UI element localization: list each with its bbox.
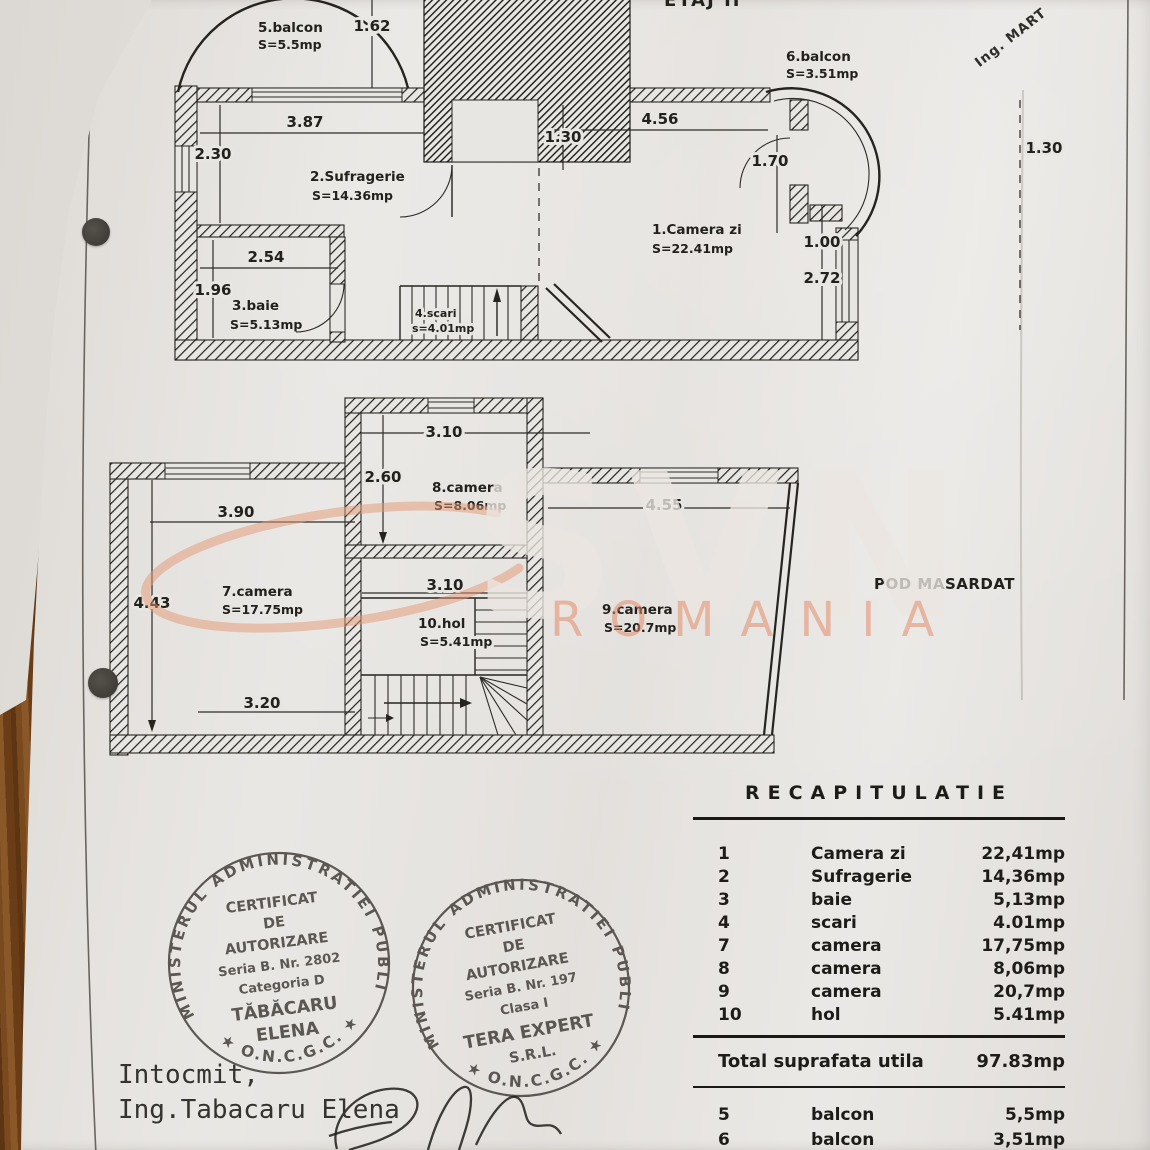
svg-text:CERTIFICAT: CERTIFICAT xyxy=(463,911,557,943)
upper-dimension-labels: 1.62 3.87 2.30 2.54 1.96 1.30 4.56 1.70 … xyxy=(191,14,1065,302)
svg-text:CERTIFICAT: CERTIFICAT xyxy=(225,890,319,917)
svg-text:3.87: 3.87 xyxy=(286,113,323,131)
prepared-line2: Ing.Tabacaru Elena xyxy=(118,1095,400,1125)
stamp-outer-ring xyxy=(411,878,631,1098)
svg-text:1.00: 1.00 xyxy=(803,233,840,251)
svg-text:1.30: 1.30 xyxy=(1025,139,1062,157)
svg-text:S=22.41mp: S=22.41mp xyxy=(652,241,733,256)
balcony-arcs xyxy=(176,0,881,237)
upper-room-labels: 5.balcon S=5.5mp 2.Sufragerie S=14.36mp … xyxy=(230,20,858,338)
svg-text:s=4.01mp: s=4.01mp xyxy=(412,322,474,335)
page-frame-lines xyxy=(81,0,1129,1150)
upper-windows xyxy=(174,87,859,323)
svg-text:9.camera: 9.camera xyxy=(602,602,673,618)
svg-text:7.camera: 7.camera xyxy=(222,584,293,600)
upper-stairs xyxy=(399,168,611,343)
romania-watermark: ROMANIA xyxy=(550,592,961,648)
lower-dimension-labels: 3.10 2.60 3.90 4.43 3.20 3.10 4.55 xyxy=(130,420,685,715)
svg-text:4.scari: 4.scari xyxy=(415,307,457,320)
svg-text:6.balcon: 6.balcon xyxy=(786,49,851,65)
svg-text:3.20: 3.20 xyxy=(243,694,280,712)
punch-hole-top xyxy=(82,218,110,246)
stamp-tera-expert: MINISTERUL ADMINISTRATIEI PUBLICE ★ O.N.… xyxy=(390,857,641,1101)
svg-text:S=5.13mp: S=5.13mp xyxy=(230,317,302,332)
total-label: Total suprafata utila xyxy=(718,1051,924,1073)
recap-title: RECAPITULATIE xyxy=(745,782,1013,804)
recap-divider-bottom xyxy=(693,1085,1065,1089)
svg-text:10.hol: 10.hol xyxy=(418,616,465,632)
upper-doors xyxy=(295,137,791,333)
svg-text:Clasa I: Clasa I xyxy=(499,996,550,1019)
svg-text:S.R.L.: S.R.L. xyxy=(508,1043,558,1067)
svg-text:1.70: 1.70 xyxy=(751,152,788,170)
svg-text:3.90: 3.90 xyxy=(217,503,254,521)
svn-watermark: SVN xyxy=(472,431,975,664)
lower-room-labels: 8.camera S=8.06mp 7.camera S=17.75mp 9.c… xyxy=(222,480,676,652)
svg-text:4.55: 4.55 xyxy=(645,496,682,514)
page-title: ETAJ II xyxy=(664,0,742,11)
svg-text:S=14.36mp: S=14.36mp xyxy=(312,188,393,203)
svg-text:3.10: 3.10 xyxy=(426,576,463,594)
stamp-outer-ring xyxy=(167,851,391,1075)
svg-text:S=5.5mp: S=5.5mp xyxy=(258,37,322,52)
svg-text:1.Camera zi: 1.Camera zi xyxy=(652,222,742,238)
punch-hole-bottom xyxy=(88,668,118,698)
svg-text:1.30: 1.30 xyxy=(544,128,581,146)
svg-text:2.72: 2.72 xyxy=(803,269,840,287)
svg-text:1.96: 1.96 xyxy=(194,281,231,299)
prepared-by: Intocmit, Ing.Tabacaru Elena xyxy=(118,1058,400,1128)
svg-text:5.balcon: 5.balcon xyxy=(258,20,323,36)
svg-text:2.60: 2.60 xyxy=(364,468,401,486)
prepared-line1: Intocmit, xyxy=(118,1060,259,1090)
upper-dimension-lines xyxy=(200,0,1021,340)
svg-text:1.62: 1.62 xyxy=(353,17,390,35)
floor-plan-upper: 1.62 3.87 2.30 2.54 1.96 1.30 4.56 1.70 … xyxy=(174,0,1066,361)
recap-divider-mid xyxy=(693,1035,1065,1038)
svg-text:S=20.7mp: S=20.7mp xyxy=(604,620,676,635)
recap-divider-top xyxy=(693,817,1065,821)
svg-text:DE: DE xyxy=(262,914,286,933)
lower-windows xyxy=(164,397,719,484)
svg-text:S=3.51mp: S=3.51mp xyxy=(786,66,858,81)
svg-text:2.54: 2.54 xyxy=(247,248,284,266)
svg-text:3.10: 3.10 xyxy=(425,423,462,441)
svg-text:DE: DE xyxy=(502,937,526,957)
total-value: 97.83mp xyxy=(976,1051,1065,1073)
svg-text:2.30: 2.30 xyxy=(194,145,231,163)
svg-text:3.baie: 3.baie xyxy=(232,298,279,314)
svg-text:S=5.41mp: S=5.41mp xyxy=(420,634,492,649)
watermark-swoosh xyxy=(141,501,524,633)
total-row: Total suprafata utila 97.83mp xyxy=(693,1050,1065,1074)
stamp-tabacaru: MINISTERUL ADMINISTRATIEI PUBLICE ★ O.N.… xyxy=(153,837,397,1075)
svg-text:8.camera: 8.camera xyxy=(432,480,503,496)
slanted-wall xyxy=(762,482,800,736)
svg-text:S=17.75mp: S=17.75mp xyxy=(222,602,303,617)
svg-text:4.56: 4.56 xyxy=(641,110,678,128)
signature xyxy=(328,1085,563,1150)
pod-masardat-label: POD MASARDAT xyxy=(874,575,1016,593)
svg-text:2.Sufragerie: 2.Sufragerie xyxy=(310,169,405,185)
